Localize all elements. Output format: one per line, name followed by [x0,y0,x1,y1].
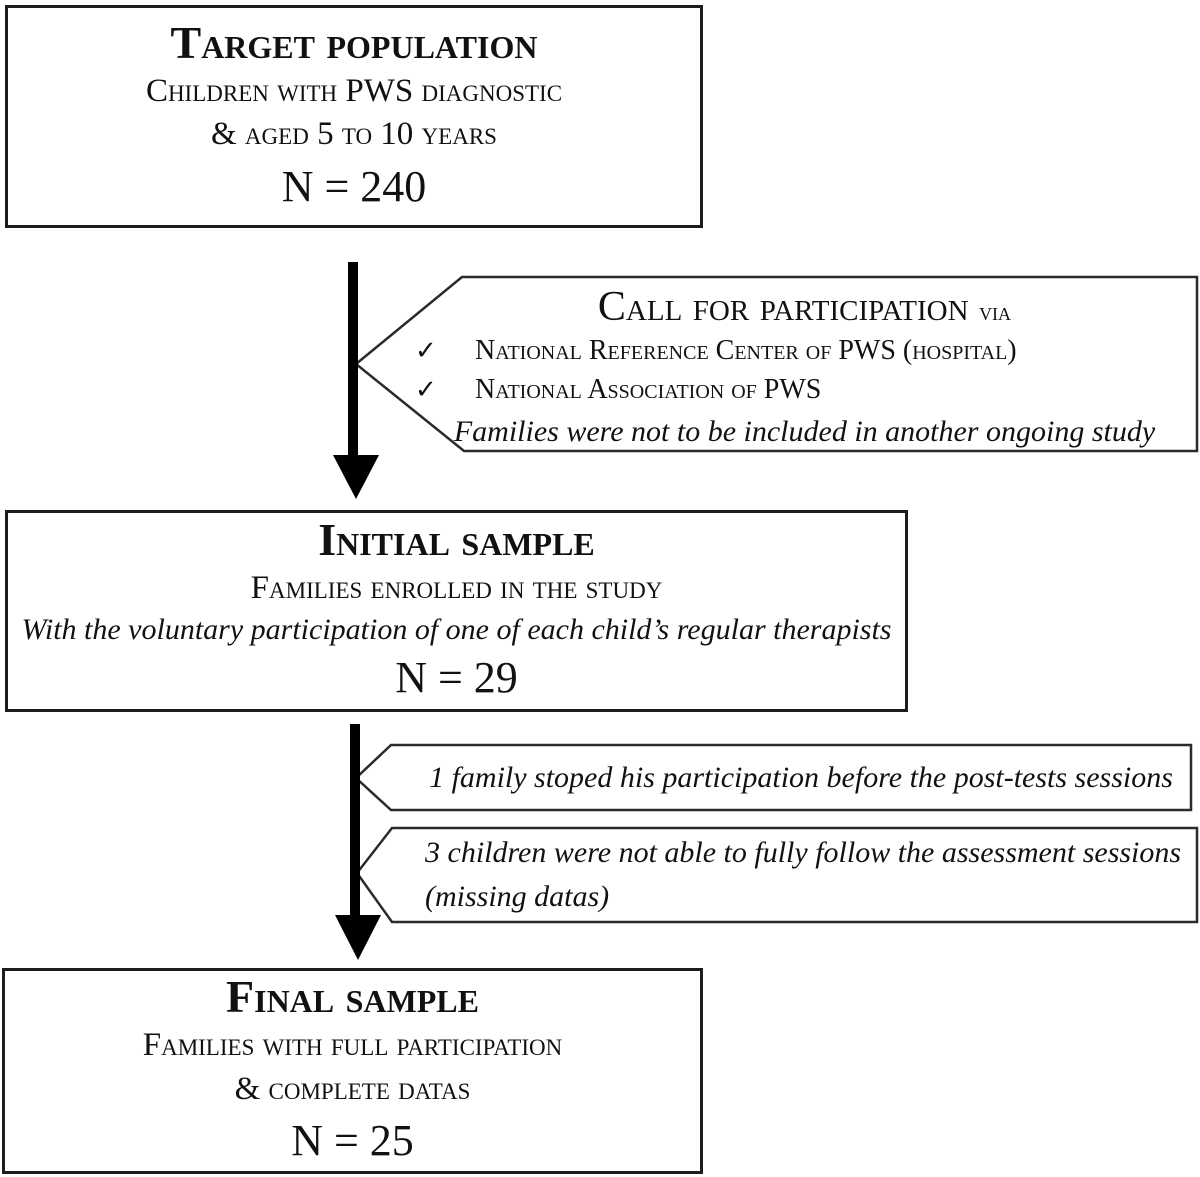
final-sample-title: Final sample [226,971,479,1023]
target-population-box: Target population Children with PWS diag… [5,5,703,228]
call-for-participation-callout-shape [354,275,1199,453]
dropout-1-callout-shape [354,743,1193,812]
initial-sample-box: Initial sample Families enrolled in the … [5,510,908,712]
checkmark-icon: ✓ [415,374,437,405]
call-for-participation-note: Families were not to be included in anot… [453,415,1156,449]
list-item: ✓ National Reference Center of PWS (hosp… [412,333,1197,369]
call-for-participation-title-suffix: via [979,297,1012,326]
final-sample-count: N = 25 [291,1116,414,1166]
call-for-participation-title: Call for participation via [412,283,1197,331]
target-population-title: Target population [170,16,538,68]
list-item-label: National Reference Center of PWS (hospit… [475,335,1017,367]
final-sample-box: Final sample Families with full particip… [2,968,703,1174]
dropout-2-callout-shape [355,826,1199,924]
target-population-line2: & aged 5 to 10 years [211,116,497,153]
initial-sample-count: N = 29 [395,653,518,703]
initial-sample-note: With the voluntary participation of one … [21,612,892,646]
dropout-1-text: 1 family stoped his participation before… [429,760,1173,794]
dropout-2-line2: (missing datas) [425,880,610,914]
down-arrow-2-head [335,915,381,960]
initial-sample-line1: Families enrolled in the study [250,570,663,607]
target-population-line1: Children with PWS diagnostic [145,72,563,109]
down-arrow-1-head [333,455,379,499]
final-sample-line2: & complete datas [234,1070,471,1107]
down-arrow-2-shaft [350,724,360,918]
checkmark-icon: ✓ [415,336,437,367]
dropout-1-callout: 1 family stoped his participation before… [412,745,1190,810]
dropout-2-line1: 3 children were not able to fully follow… [425,836,1182,869]
down-arrow-1-shaft [348,262,358,458]
initial-sample-title: Initial sample [318,514,595,566]
final-sample-line1: Families with full participation [142,1027,563,1064]
list-item-label: National Association of PWS [475,373,822,405]
list-item: ✓ National Association of PWS [412,372,1197,408]
call-for-participation-callout: Call for participation via ✓ National Re… [412,283,1197,451]
dropout-2-callout: 3 children were not able to fully follow… [425,831,1195,920]
call-for-participation-title-main: Call for participation [597,284,969,330]
target-population-count: N = 240 [281,161,427,211]
